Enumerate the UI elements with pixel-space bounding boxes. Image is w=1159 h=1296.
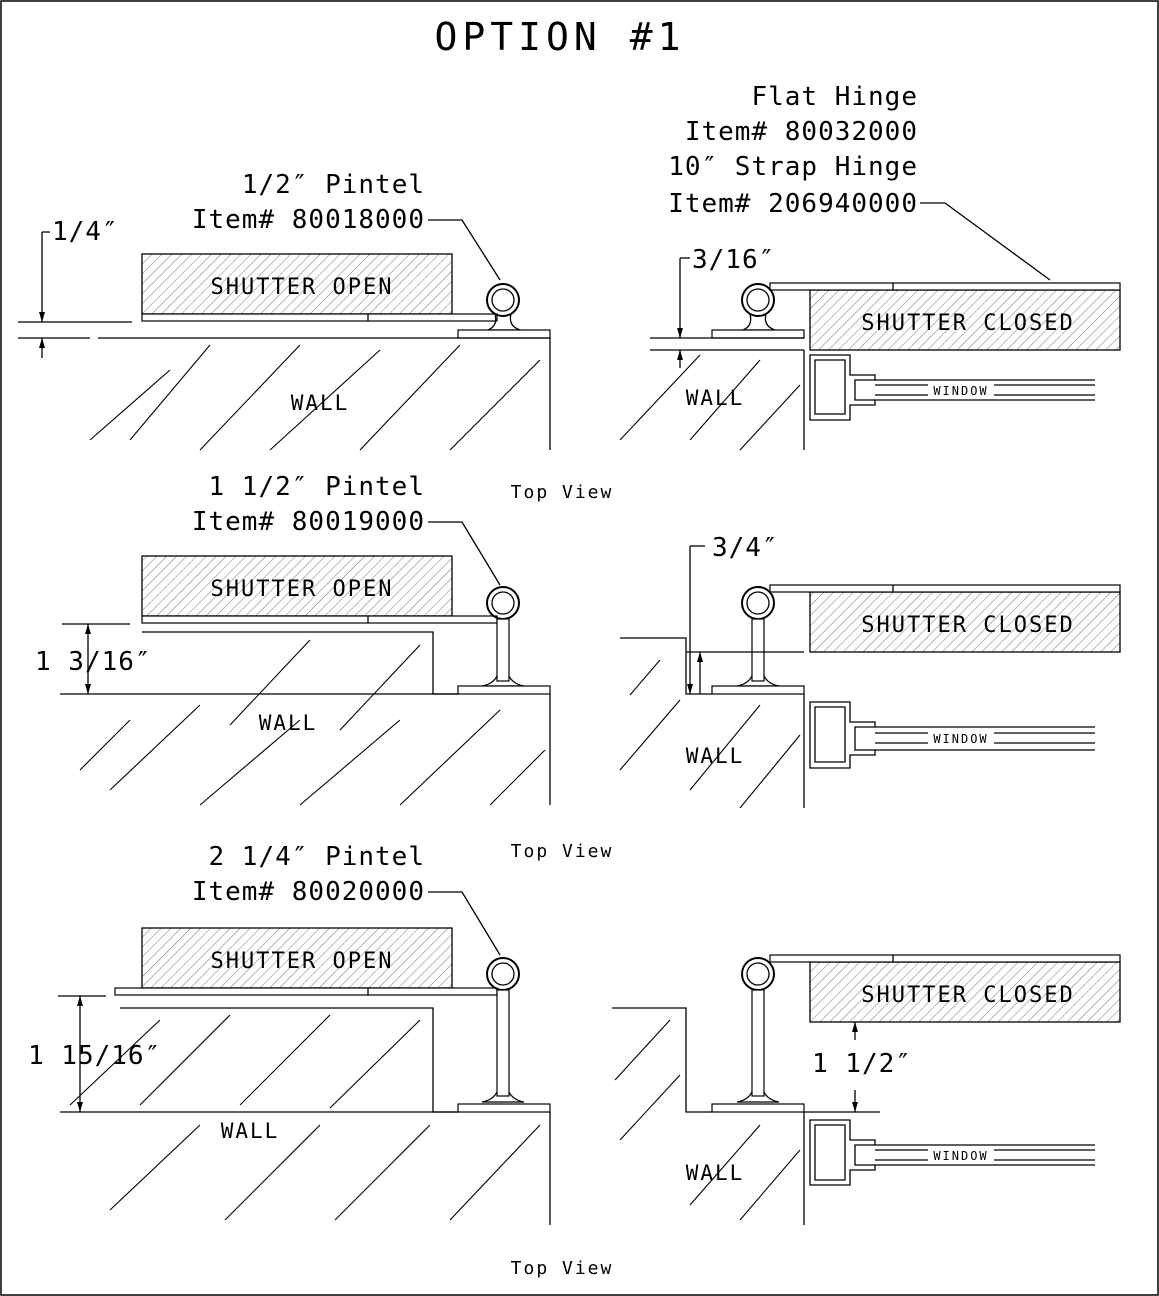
top-view-label: Top View bbox=[511, 1258, 614, 1279]
wall-hatch bbox=[89, 344, 541, 451]
window-label: WINDOW bbox=[933, 384, 988, 398]
wall-label: WALL bbox=[259, 711, 318, 735]
flat-hinge-label: Flat Hinge bbox=[751, 82, 918, 112]
shutter-open-label: SHUTTER OPEN bbox=[211, 577, 394, 602]
pintel-name: 2 1/4″ Pintel bbox=[209, 842, 426, 872]
shutter-open bbox=[141, 253, 453, 315]
wall-label: WALL bbox=[221, 1119, 280, 1143]
shutter-closed bbox=[809, 961, 1121, 1023]
detail-row-2: 1 1/2″ Pintel Item# 80019000 SHUTTER OPE… bbox=[35, 472, 1121, 862]
pintel-name: 1 1/2″ Pintel bbox=[209, 472, 426, 502]
pintel-leader bbox=[428, 521, 501, 586]
wall-label: WALL bbox=[686, 1161, 745, 1185]
detail-row-1: 1/2″ Pintel Item# 80018000 SHUTTER OPEN … bbox=[18, 170, 1121, 503]
window-label: WINDOW bbox=[933, 1149, 988, 1163]
detail-row-3: 2 1/4″ Pintel Item# 80020000 SHUTTER OPE… bbox=[28, 842, 1121, 1279]
flat-hinge-callout: Flat Hinge Item# 80032000 10″ Strap Hing… bbox=[668, 82, 1051, 281]
flat-hinge-leader bbox=[920, 202, 1051, 281]
drawing-title: OPTION #1 bbox=[435, 15, 686, 59]
right-dimension: 3/4″ bbox=[712, 533, 779, 563]
pintel-name: 1/2″ Pintel bbox=[242, 170, 425, 200]
pintel-item: Item# 80018000 bbox=[192, 205, 425, 235]
pintel-leader bbox=[428, 219, 501, 281]
left-dimension: 1 3/16″ bbox=[35, 647, 152, 677]
shutter-open bbox=[141, 555, 453, 617]
flat-hinge-item: Item# 80032000 bbox=[685, 117, 918, 147]
window-label: WINDOW bbox=[933, 732, 988, 746]
pintel-leader bbox=[428, 891, 501, 956]
strap-hinge-item: Item# 206940000 bbox=[668, 189, 918, 219]
window-frame bbox=[809, 701, 1095, 769]
pintel-eye bbox=[486, 283, 520, 317]
wall-label: WALL bbox=[291, 391, 350, 415]
shutter-closed-label: SHUTTER CLOSED bbox=[861, 311, 1074, 336]
flat-hinge-strap bbox=[769, 282, 1121, 291]
strap-hinge-label: 10″ Strap Hinge bbox=[668, 152, 918, 182]
shutter-closed bbox=[809, 591, 1121, 653]
shutter-closed-label: SHUTTER CLOSED bbox=[861, 983, 1074, 1008]
shutter-open-label: SHUTTER OPEN bbox=[211, 275, 394, 300]
right-dimension: 3/16″ bbox=[692, 245, 775, 275]
pintel-stem bbox=[496, 989, 510, 1097]
wall-label: WALL bbox=[686, 744, 745, 768]
pintel-stem bbox=[496, 618, 510, 682]
wall-label: WALL bbox=[686, 386, 745, 410]
shutter-closed-label: SHUTTER CLOSED bbox=[861, 613, 1074, 638]
right-dimension: 1 1/2″ bbox=[812, 1049, 912, 1079]
top-view-label: Top View bbox=[511, 482, 614, 503]
shutter-open bbox=[141, 927, 453, 989]
top-view-label: Top View bbox=[511, 841, 614, 862]
pintel-item: Item# 80020000 bbox=[192, 877, 425, 907]
pintel-plate bbox=[457, 329, 551, 339]
strap-hinge-plate bbox=[141, 313, 498, 322]
pintel-item: Item# 80019000 bbox=[192, 507, 425, 537]
left-dimension: 1 15/16″ bbox=[28, 1041, 161, 1071]
shutter-open-label: SHUTTER OPEN bbox=[211, 949, 394, 974]
left-dimension: 1/4″ bbox=[52, 217, 119, 247]
hinge-eye bbox=[741, 283, 775, 317]
